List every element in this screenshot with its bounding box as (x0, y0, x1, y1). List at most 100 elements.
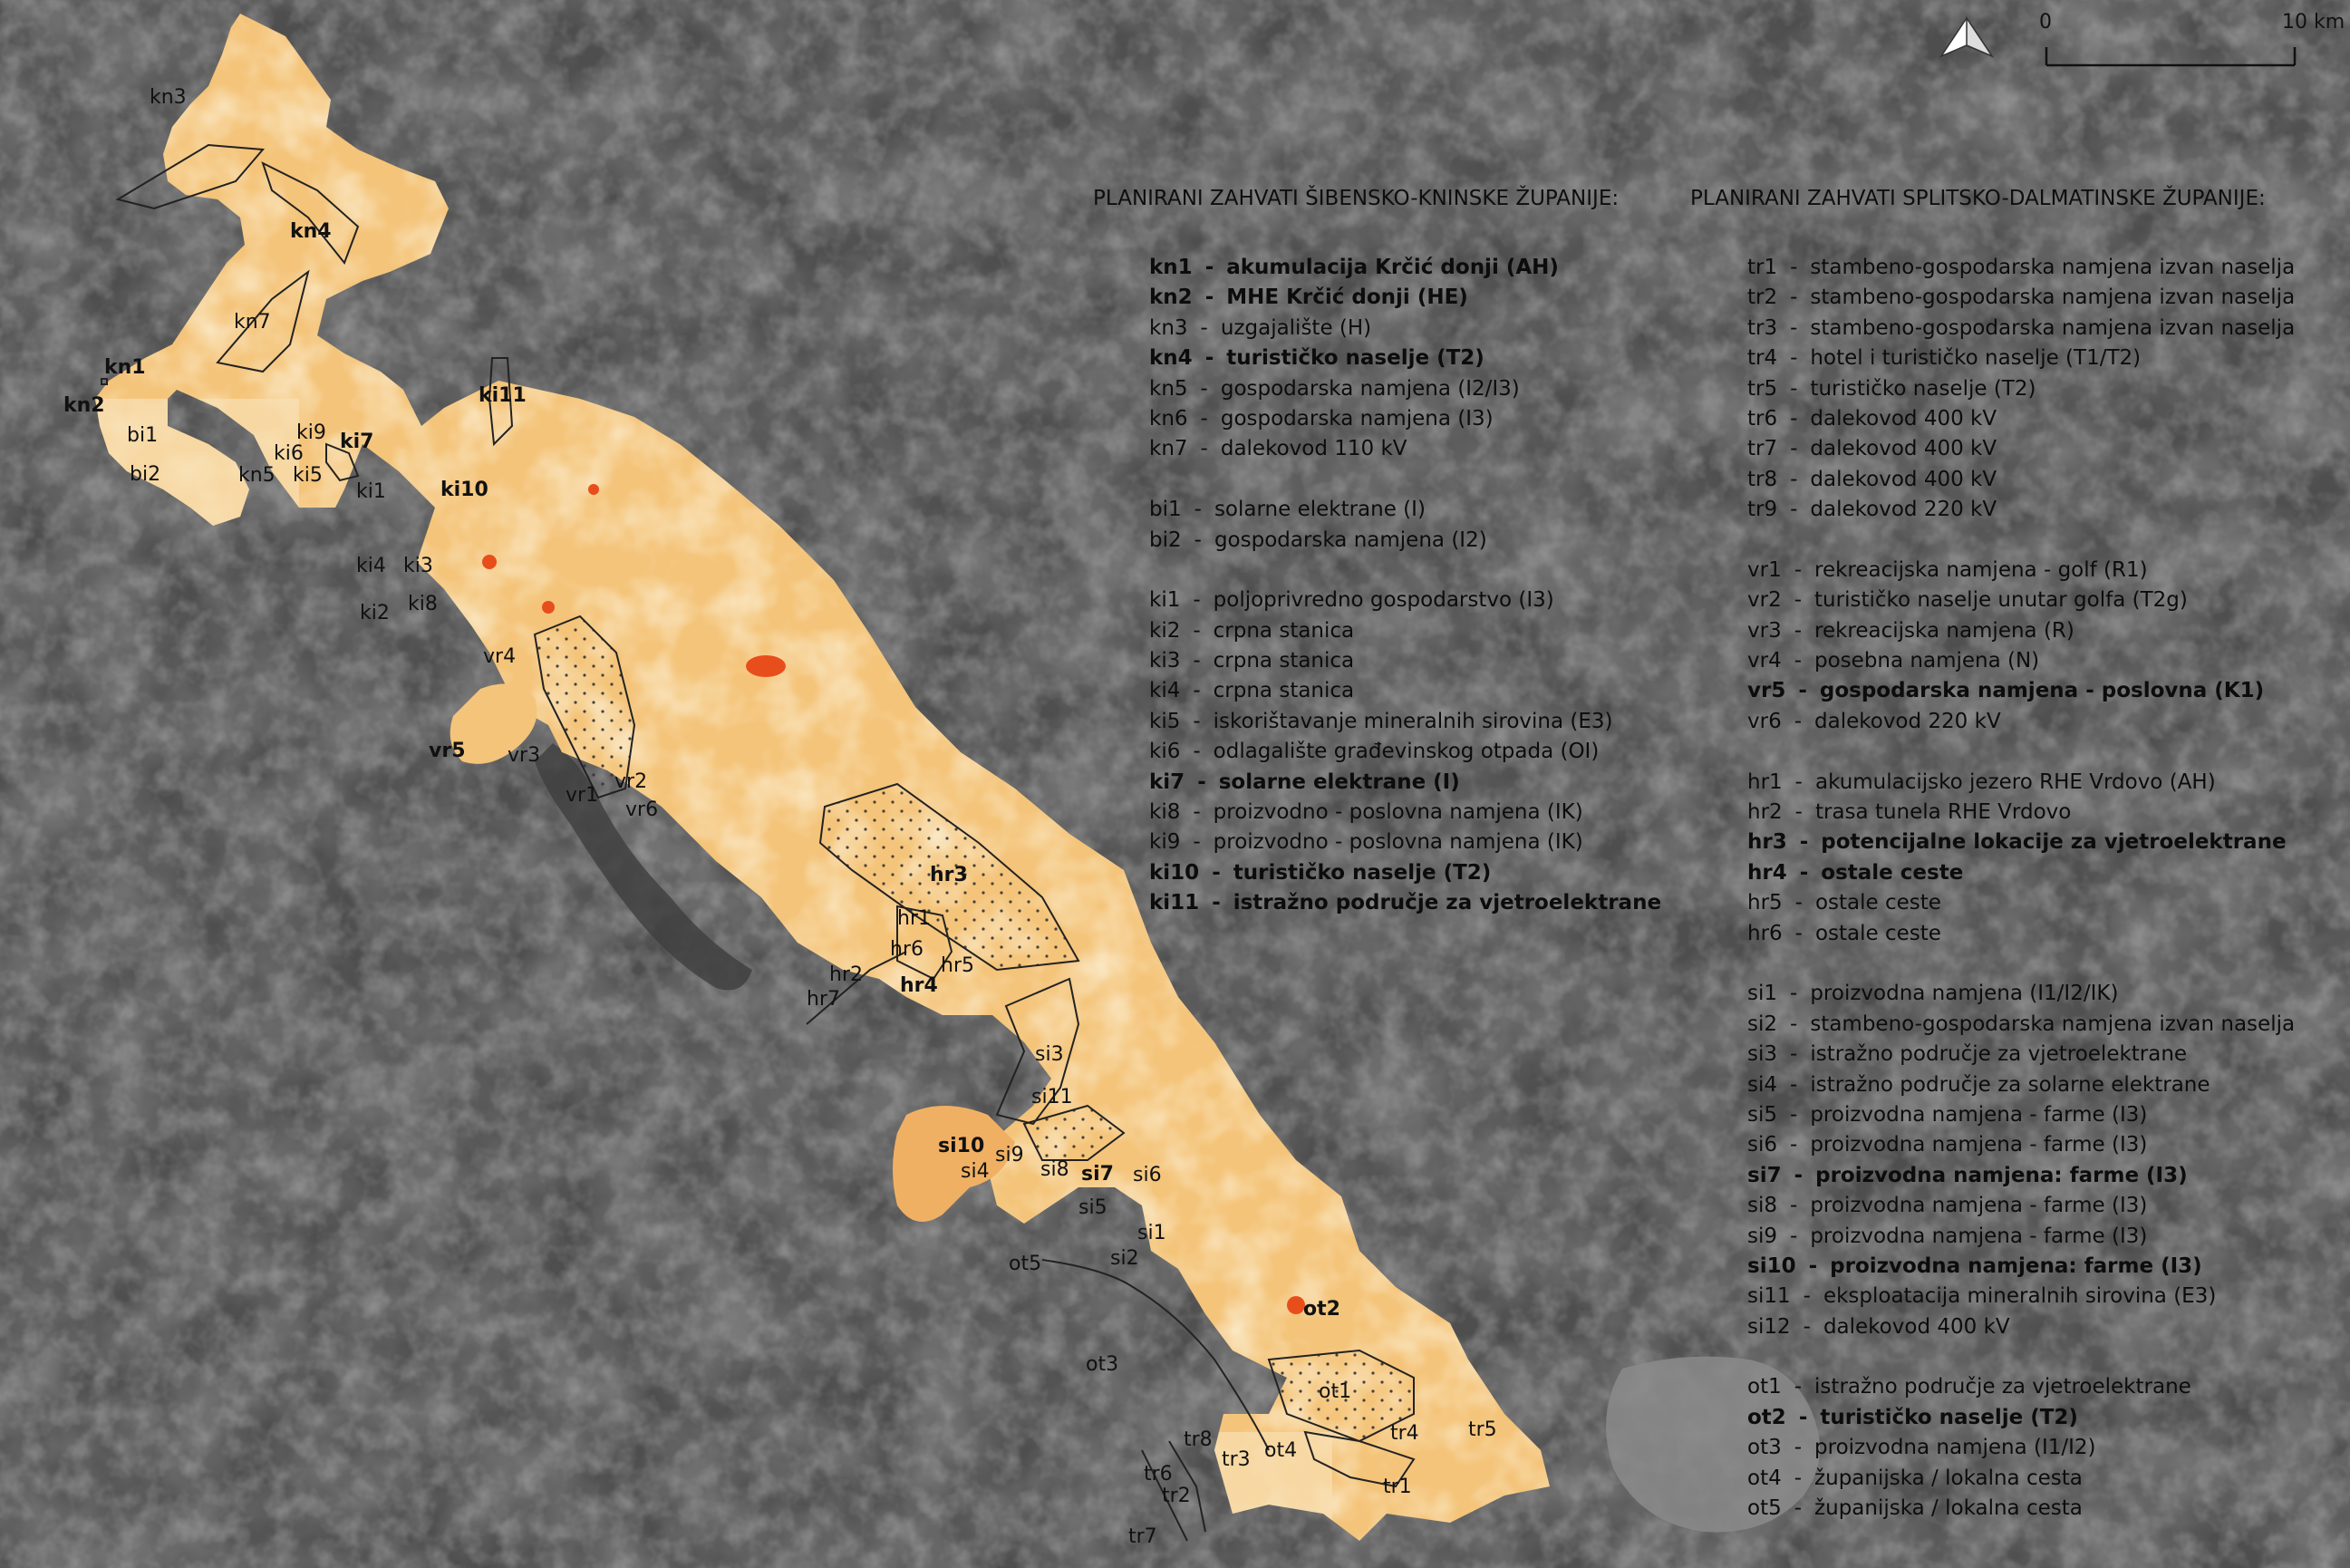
legend-item-si6: si6-proizvodna namjena - farme (I3) (1747, 1130, 2295, 1160)
legend-code: tr4 (1747, 346, 1778, 371)
road-line (1168, 1440, 1206, 1533)
legend-separator: - (1790, 406, 1798, 431)
map-label-tr2: tr2 (1162, 1485, 1191, 1507)
map-label-ki4: ki4 (356, 555, 386, 577)
legend-text: proizvodna namjena: farme (I3) (1815, 1163, 2188, 1187)
legend-code: hr1 (1747, 769, 1783, 794)
hotspot (1287, 1296, 1305, 1314)
legend-item-ki6: ki6-odlagalište građevinskog otpada (OI) (1149, 737, 1661, 767)
legend-separator: - (1794, 1163, 1804, 1187)
legend-text: iskorištavanje mineralnih sirovina (E3) (1213, 709, 1613, 733)
map-label-ki6: ki6 (274, 442, 304, 465)
legend-text: stambeno-gospodarska namjena izvan nasel… (1810, 315, 2296, 340)
legend-item-tr3: tr3-stambeno-gospodarska namjena izvan n… (1747, 314, 2295, 344)
legend-item-tr8: tr8-dalekovod 400 kV (1747, 465, 2295, 495)
legend-text: posebna namjena (N) (1814, 649, 2040, 673)
legend-separator: - (1799, 860, 1809, 885)
legend-separator: - (1798, 1405, 1808, 1429)
legend-code: ki6 (1149, 740, 1181, 764)
legend-separator: - (1193, 649, 1201, 673)
map-label-si5: si5 (1078, 1196, 1107, 1219)
north-arrow-icon (1939, 15, 1995, 58)
legend-spacer (1747, 949, 2295, 979)
map-label-si3: si3 (1035, 1043, 1064, 1066)
legend-item-si8: si8-proizvodna namjena - farme (I3) (1747, 1191, 2295, 1221)
legend-code: si11 (1747, 1284, 1791, 1309)
legend-separator: - (1212, 860, 1221, 885)
map-label-kn1: kn1 (104, 356, 146, 379)
legend-code: si12 (1747, 1314, 1791, 1339)
legend-text: istražno područje za vjetroelektrane (1810, 1042, 2188, 1067)
legend-text: dalekovod 110 kV (1220, 437, 1407, 461)
legend-separator: - (1803, 1314, 1811, 1339)
legend-code: vr6 (1747, 709, 1782, 733)
map-label-tr4: tr4 (1390, 1422, 1419, 1445)
legend-code: vr4 (1747, 649, 1782, 673)
legend-item-tr6: tr6-dalekovod 400 kV (1747, 404, 2295, 434)
legend-item-tr7: tr7-dalekovod 400 kV (1747, 434, 2295, 464)
map-label-si7: si7 (1081, 1163, 1114, 1186)
map-label-hr5: hr5 (941, 954, 974, 977)
legend-text: gospodarska namjena (I2) (1214, 528, 1487, 552)
map-label-ot5: ot5 (1009, 1253, 1042, 1275)
legend-separator: - (1794, 709, 1803, 733)
legend-code: tr9 (1747, 498, 1778, 522)
legend-item-si5: si5-proizvodna namjena - farme (I3) (1747, 1100, 2295, 1130)
map-label-si9: si9 (995, 1144, 1024, 1166)
legend-code: hr2 (1747, 800, 1783, 825)
legend-spacer (1747, 1342, 2295, 1372)
legend-code: kn1 (1149, 256, 1193, 279)
legend-text: istražno područje za vjetroelektrane (1814, 1375, 2191, 1399)
legend-text: crpna stanica (1213, 649, 1355, 673)
legend-item-ki3: ki3-crpna stanica (1149, 646, 1661, 676)
legend-code: si2 (1747, 1011, 1778, 1036)
legend-code: ki8 (1149, 800, 1181, 825)
legend-item-si4: si4-istražno područje za solarne elektra… (1747, 1070, 2295, 1100)
legend-item-ot2: ot2-turističko naselje (T2) (1747, 1403, 2295, 1433)
ki11-outline (488, 357, 514, 447)
legend-item-ki10: ki10-turističko naselje (T2) (1149, 858, 1661, 888)
legend-code: ot1 (1747, 1375, 1782, 1399)
legend-text: turističko naselje (T2) (1226, 346, 1484, 371)
map-label-vr1: vr1 (566, 784, 599, 807)
map-label-ki7: ki7 (340, 431, 374, 453)
legend-separator: - (1808, 1253, 1818, 1278)
legend-separator: - (1794, 800, 1803, 825)
map-label-si6: si6 (1133, 1164, 1162, 1186)
hotspot (588, 484, 599, 495)
legend-item-kn1: kn1-akumulacija Krčić donji (AH) (1149, 253, 1661, 283)
legend-item-vr4: vr4-posebna namjena (N) (1747, 646, 2295, 676)
legend-separator: - (1200, 315, 1208, 340)
road-line (1041, 1259, 1270, 1451)
legend-item-ki1: ki1-poljoprivredno gospodarstvo (I3) (1149, 586, 1661, 615)
map-label-si10: si10 (938, 1135, 985, 1157)
legend-spacer (1149, 465, 1661, 495)
legend-separator: - (1790, 1133, 1798, 1157)
legend-code: ki9 (1149, 830, 1181, 855)
legend-item-ot5: ot5-županijska / lokalna cesta (1747, 1494, 2295, 1524)
legend-separator: - (1200, 376, 1208, 401)
hr2-line (806, 951, 907, 1025)
legend-separator: - (1794, 1436, 1803, 1460)
legend-separator: - (1790, 982, 1798, 1006)
legend-item-hr2: hr2-trasa tunela RHE Vrdovo (1747, 798, 2295, 828)
legend-code: ki2 (1149, 618, 1181, 643)
legend-code: ki7 (1149, 769, 1185, 794)
legend-code: si5 (1747, 1102, 1778, 1127)
legend-spacer (1149, 556, 1661, 586)
legend-text: dalekovod 400 kV (1823, 1314, 2010, 1339)
legend-separator: - (1794, 1496, 1803, 1521)
legend-item-ki4: ki4-crpna stanica (1149, 676, 1661, 706)
legend-separator: - (1204, 346, 1214, 371)
legend-code: ot3 (1747, 1436, 1782, 1460)
map-label-tr3: tr3 (1222, 1448, 1251, 1471)
legend-text: akumulacijsko jezero RHE Vrdovo (AH) (1814, 769, 2216, 794)
legend-separator: - (1794, 769, 1803, 794)
map-label-si4: si4 (961, 1160, 990, 1183)
map-label-tr1: tr1 (1383, 1476, 1412, 1498)
legend-text: stambeno-gospodarska namjena izvan nasel… (1810, 256, 2296, 279)
legend-separator: - (1193, 740, 1201, 764)
legend-item-kn2: kn2-MHE Krčić donji (HE) (1149, 283, 1661, 313)
legend-item-si11: si11-eksploatacija mineralnih sirovina (… (1747, 1282, 2295, 1312)
legend-text: crpna stanica (1213, 618, 1355, 643)
